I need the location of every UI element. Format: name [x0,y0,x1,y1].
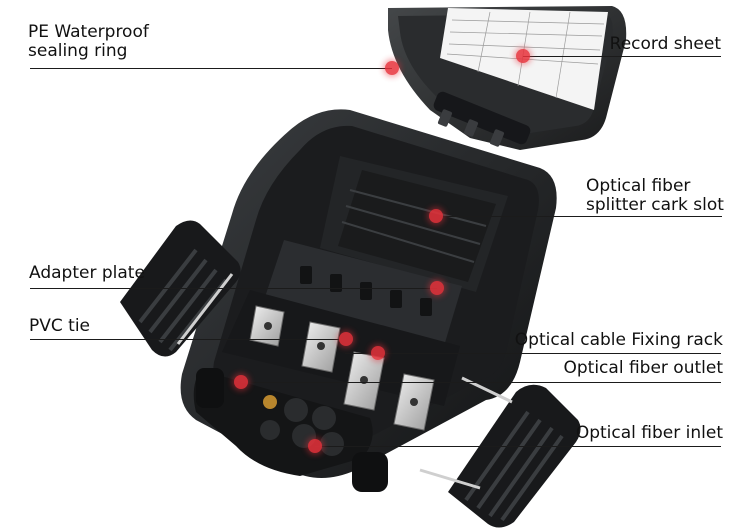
marker-optical-fiber-outlet [234,375,248,389]
label-optical-fiber-inlet: Optical fiber inlet [575,423,723,443]
label-pvc-tie: PVC tie [29,316,91,336]
leader-line-adapter-plate [30,288,437,289]
marker-pe-waterproof-sealing-ring [385,61,399,75]
marker-pvc-tie [339,332,353,346]
leader-line-pvc-tie [30,339,346,340]
label-record-sheet: Record sheet [609,34,721,54]
marker-record-sheet [516,49,530,63]
marker-adapter-plate [430,281,444,295]
label-optical-cable-fixing-rack: Optical cable Fixing rack [514,330,723,350]
leader-line-optical-fiber-inlet [315,446,721,447]
leader-line-optical-fiber-splitter-cark-slot [436,216,722,217]
leader-line-optical-cable-fixing-rack [345,353,721,354]
right-cable-shield [419,376,581,528]
label-optical-fiber-outlet: Optical fiber outlet [563,358,724,378]
enclosure-body [180,109,557,492]
leader-line-record-sheet [523,56,721,57]
marker-optical-cable-fixing-rack [371,346,385,360]
leader-line-optical-fiber-outlet [241,382,721,383]
leader-line-pe-waterproof-sealing-ring [30,68,392,69]
marker-optical-fiber-inlet [308,439,322,453]
marker-optical-fiber-splitter-cark-slot [429,209,443,223]
label-adapter-plate: Adapter plate [29,263,145,283]
hinge [433,91,531,147]
